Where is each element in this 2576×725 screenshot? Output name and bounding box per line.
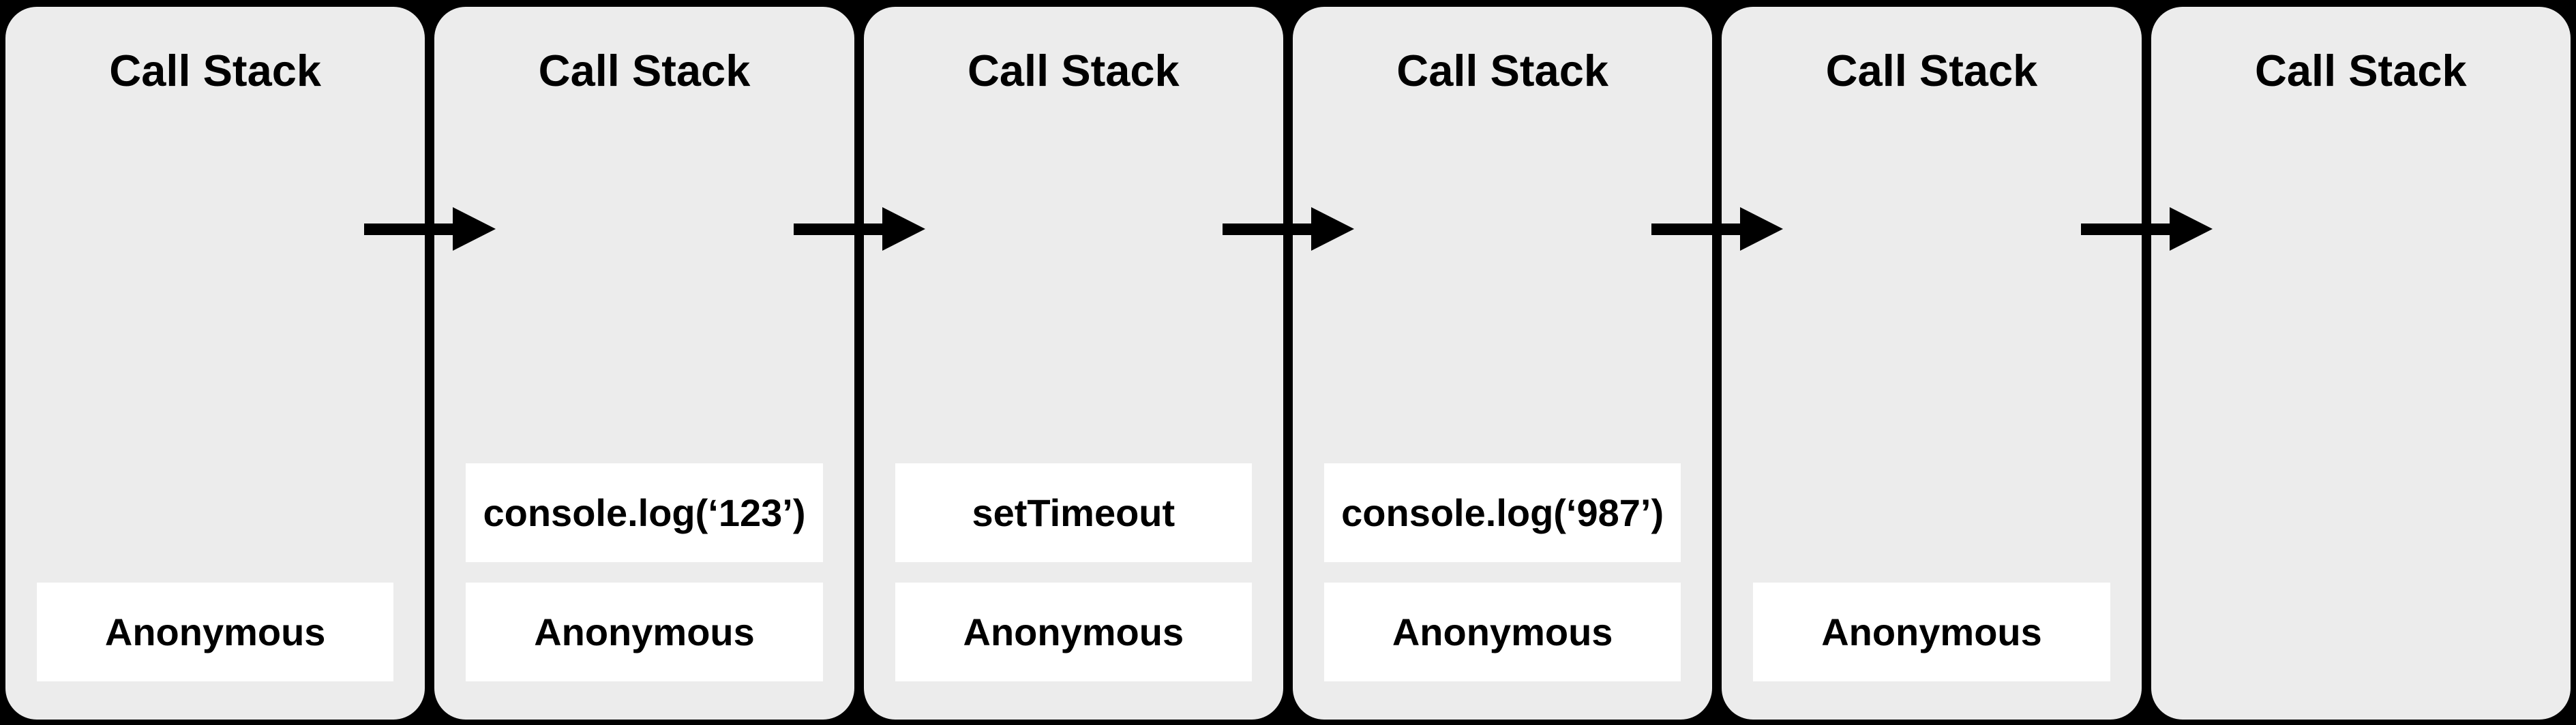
stack-frame: console.log(‘987’) xyxy=(1323,463,1681,562)
arrow-shaft xyxy=(1223,223,1314,235)
arrow-right-icon xyxy=(364,207,496,251)
stack-frame: Anonymous xyxy=(895,583,1252,681)
arrow-shaft xyxy=(2080,223,2172,235)
arrow-head xyxy=(2169,207,2213,251)
stack-frames: Anonymous xyxy=(5,583,425,720)
stack-frames: Anonymous xyxy=(1722,583,2141,720)
arrow-right-icon xyxy=(1651,207,1784,251)
call-stack-panel: Call Stack Anonymous xyxy=(1722,7,2142,720)
stack-frames xyxy=(2151,681,2571,720)
arrow-head xyxy=(1311,207,1354,251)
arrow-right-icon xyxy=(2080,207,2213,251)
panel-title: Call Stack xyxy=(109,46,322,95)
arrow-shaft xyxy=(1651,223,1743,235)
stack-frames: console.log(‘987’) Anonymous xyxy=(1293,463,1712,720)
arrow-shaft xyxy=(364,223,456,235)
stack-frame: console.log(‘123’) xyxy=(466,463,823,562)
stack-frames: setTimeout Anonymous xyxy=(864,463,1283,720)
arrow-head xyxy=(882,207,925,251)
call-stack-panel: Call Stack Anonymous xyxy=(5,7,425,720)
arrow-head xyxy=(453,207,496,251)
panel-title: Call Stack xyxy=(1396,46,1608,95)
stack-frame: setTimeout xyxy=(895,463,1252,562)
panel-title: Call Stack xyxy=(2254,46,2467,95)
call-stack-panel: Call Stack setTimeout Anonymous xyxy=(863,7,1283,720)
stack-frame: Anonymous xyxy=(37,583,394,681)
arrow-shaft xyxy=(793,223,885,235)
arrow-head xyxy=(1740,207,1784,251)
panel-title: Call Stack xyxy=(1825,46,2038,95)
stack-frame: Anonymous xyxy=(1753,583,2110,681)
arrow-right-icon xyxy=(1223,207,1354,251)
panel-title: Call Stack xyxy=(967,46,1180,95)
stack-frames: console.log(‘123’) Anonymous xyxy=(434,463,854,720)
call-stack-panel: Call Stack console.log(‘987’) Anonymous xyxy=(1292,7,1713,720)
arrow-right-icon xyxy=(793,207,925,251)
panel-title: Call Stack xyxy=(538,46,751,95)
call-stack-panel: Call Stack console.log(‘123’) Anonymous xyxy=(434,7,854,720)
stack-frame: Anonymous xyxy=(1323,583,1681,681)
call-stack-panel: Call Stack xyxy=(2151,7,2571,720)
stack-frame: Anonymous xyxy=(466,583,823,681)
